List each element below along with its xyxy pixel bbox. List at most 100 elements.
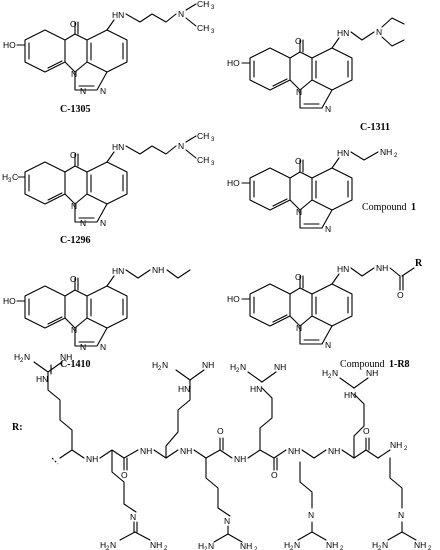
subscript-3: 3 [211, 161, 215, 167]
substituent-r: R [415, 258, 423, 269]
atom-h2n: H [372, 540, 378, 550]
atom-h2n: H [322, 368, 328, 378]
atom-ho: HO [3, 40, 16, 50]
atom-n: N [224, 516, 230, 526]
atom-n: N [80, 342, 86, 352]
subscript-2: 2 [20, 358, 24, 364]
atom-nh: NH [234, 454, 246, 464]
atom-n: N [71, 325, 77, 335]
atom-nh: NH [376, 263, 388, 273]
subscript-2: 2 [428, 546, 432, 550]
subscript-3: 3 [211, 137, 215, 143]
atom-n: N [71, 201, 77, 211]
structure-compound-1: O HO N N HN NH 2 Compound 1 [227, 147, 416, 234]
atom-o: O [363, 426, 370, 436]
atom-n: N [100, 342, 106, 352]
atom-n: N [178, 141, 184, 151]
atom-nh: NH [60, 352, 72, 362]
atom-h2n: H [100, 540, 106, 550]
atom-ch3: CH [197, 0, 209, 9]
atom-o: O [271, 470, 278, 480]
atom-h2n: H [14, 352, 20, 362]
atom-n: N [100, 218, 106, 228]
atom-n: N [208, 541, 214, 550]
atom-n: N [162, 360, 168, 370]
structure-c-1410: O HO N N N HN NH C-1410 [3, 265, 191, 370]
compound-label: C-1410 [60, 359, 91, 370]
compound-label: Compound [340, 359, 384, 370]
atom-n: N [100, 86, 106, 96]
subscript-2: 2 [106, 546, 110, 550]
atom-nh: NH [86, 454, 98, 464]
atom-hn: HN [337, 148, 349, 158]
structure-c-1305: O HO N N N HN N CH 3 CH 3 C-1305 [3, 0, 215, 115]
atom-nh: NH [366, 368, 378, 378]
atom-hn: HN [112, 266, 124, 276]
compound-label: C-1296 [60, 235, 91, 246]
atom-n: N [296, 87, 302, 97]
atom-o: O [70, 274, 77, 284]
atom-n: N [325, 104, 331, 114]
compound-label: Compound [362, 202, 406, 213]
compound-number: 1-R8 [389, 359, 410, 370]
subscript-3: 3 [8, 178, 12, 184]
atom-nh: NH [152, 265, 164, 275]
subscript-2: 2 [290, 546, 294, 550]
atom-hn: HN [178, 384, 190, 394]
atom-h2n: H [284, 540, 290, 550]
subscript-2: 2 [378, 546, 382, 550]
atom-n: N [130, 512, 136, 522]
compound-number: 1 [411, 202, 416, 213]
atom-hn: HN [112, 142, 124, 152]
atom-nh2: NH [240, 541, 252, 550]
subscript-2: 2 [394, 153, 398, 159]
atom-o: O [397, 290, 404, 300]
atom-nh: NH [328, 446, 340, 456]
atom-ho: HO [227, 58, 240, 68]
atom-h3c: H [2, 172, 8, 182]
atom-h2n: H [152, 360, 158, 370]
atom-o: O [121, 470, 128, 480]
atom-nh2: NH [390, 440, 402, 450]
atom-nh2: NH [414, 540, 426, 550]
atom-ch3: CH [197, 131, 209, 141]
atom-hn: HN [337, 28, 349, 38]
subscript-3: 3 [211, 5, 215, 11]
atom-n: N [398, 510, 404, 520]
atom-nh: NH [288, 446, 300, 456]
atom-n: N [294, 540, 300, 550]
atom-n: N [71, 69, 77, 79]
atom-n: N [308, 510, 314, 520]
atom-n: N [296, 323, 302, 333]
atom-n: N [376, 27, 382, 37]
atom-n: N [382, 540, 388, 550]
atom-ho: HO [3, 296, 16, 306]
atom-n: N [80, 86, 86, 96]
atom-nh2: NH [326, 540, 338, 550]
atom-o: O [70, 150, 77, 160]
subscript-2: 2 [340, 546, 344, 550]
structure-c-1296: O H 3 C N N N HN N CH 3 CH 3 C-1296 [2, 131, 215, 246]
atom-nh2: NH [150, 540, 162, 550]
atom-hn: HN [112, 10, 124, 20]
atom-n: N [110, 540, 116, 550]
atom-nh2: NH [380, 147, 392, 157]
atom-hn: HN [337, 264, 349, 274]
peptide-r-structure: R: NH O NH NH O NH O NH NH O NH 2 HN [12, 352, 432, 550]
structure-compound-1-r8: O HO N N HN NH O R Compound 1-R8 [227, 258, 423, 370]
atom-n: N [325, 224, 331, 234]
atom-n: N [80, 218, 86, 228]
atom-h2n: H [230, 362, 236, 372]
subscript-2: 2 [164, 546, 168, 550]
structure-c-1311: O HO N N HN N C-1311 [227, 17, 405, 133]
atom-o: O [217, 426, 224, 436]
subscript-2: 2 [158, 366, 162, 372]
atom-n: N [332, 368, 338, 378]
atom-c: C [12, 172, 18, 182]
atom-n: N [296, 207, 302, 217]
atom-nh: NH [140, 446, 152, 456]
atom-ch3: CH [197, 155, 209, 165]
atom-o: O [295, 36, 302, 46]
atom-ho: HO [227, 178, 240, 188]
